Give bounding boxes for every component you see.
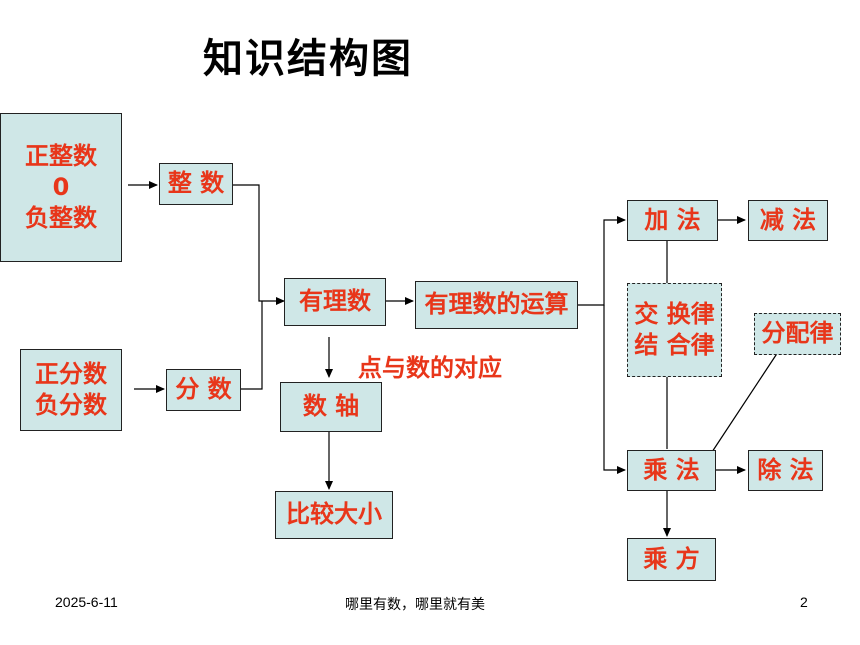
commutative-law-label: 交 换律 (634, 299, 715, 328)
power-box: 乘 方 (627, 538, 716, 581)
laws-box: 交 换律 结 合律 (627, 283, 722, 377)
positive-fraction-label: 正分数 (35, 359, 107, 388)
distributive-label: 分配律 (761, 319, 834, 348)
multiply-label: 乘 法 (643, 455, 700, 484)
subtract-label: 减 法 (759, 205, 817, 234)
negative-fraction-label: 负分数 (35, 391, 107, 419)
integer-box: 整 数 (159, 163, 233, 205)
page-title: 知识结构图 (203, 35, 413, 82)
positive-integer-label: 正整数 (25, 141, 97, 170)
subtract-box: 减 法 (748, 200, 828, 241)
number-line-box: 数 轴 (280, 382, 382, 432)
compare-box: 比较大小 (275, 491, 393, 539)
fraction-box: 分 数 (166, 369, 241, 411)
number-line-label: 数 轴 (302, 392, 360, 421)
add-box: 加 法 (627, 200, 718, 241)
footer-motto: 哪里有数，哪里就有美 (345, 597, 485, 613)
distributive-box: 分配律 (754, 313, 841, 355)
correspondence-label: 点与数的对应 (358, 354, 502, 382)
compare-label: 比较大小 (286, 500, 382, 529)
integer-types-box: 正整数 0 负整数 (0, 113, 122, 262)
divide-label: 除 法 (757, 455, 814, 484)
add-label: 加 法 (644, 205, 701, 234)
integer-label: 整 数 (167, 169, 225, 198)
negative-integer-label: 负整数 (25, 204, 97, 233)
multiply-box: 乘 法 (627, 450, 716, 491)
zero-label: 0 (52, 172, 70, 201)
rational-box: 有理数 (284, 278, 386, 326)
footer-page-number: 2 (800, 594, 808, 610)
associative-law-label: 结 合律 (634, 331, 715, 359)
rational-ops-label: 有理数的运算 (424, 290, 569, 319)
fraction-types-box: 正分数 负分数 (20, 349, 122, 431)
fraction-label: 分 数 (175, 375, 232, 404)
rational-label: 有理数 (299, 287, 371, 316)
divide-box: 除 法 (748, 450, 823, 491)
rational-ops-box: 有理数的运算 (415, 281, 578, 329)
power-label: 乘 方 (643, 544, 700, 573)
footer-date: 2025-6-11 (55, 594, 118, 610)
